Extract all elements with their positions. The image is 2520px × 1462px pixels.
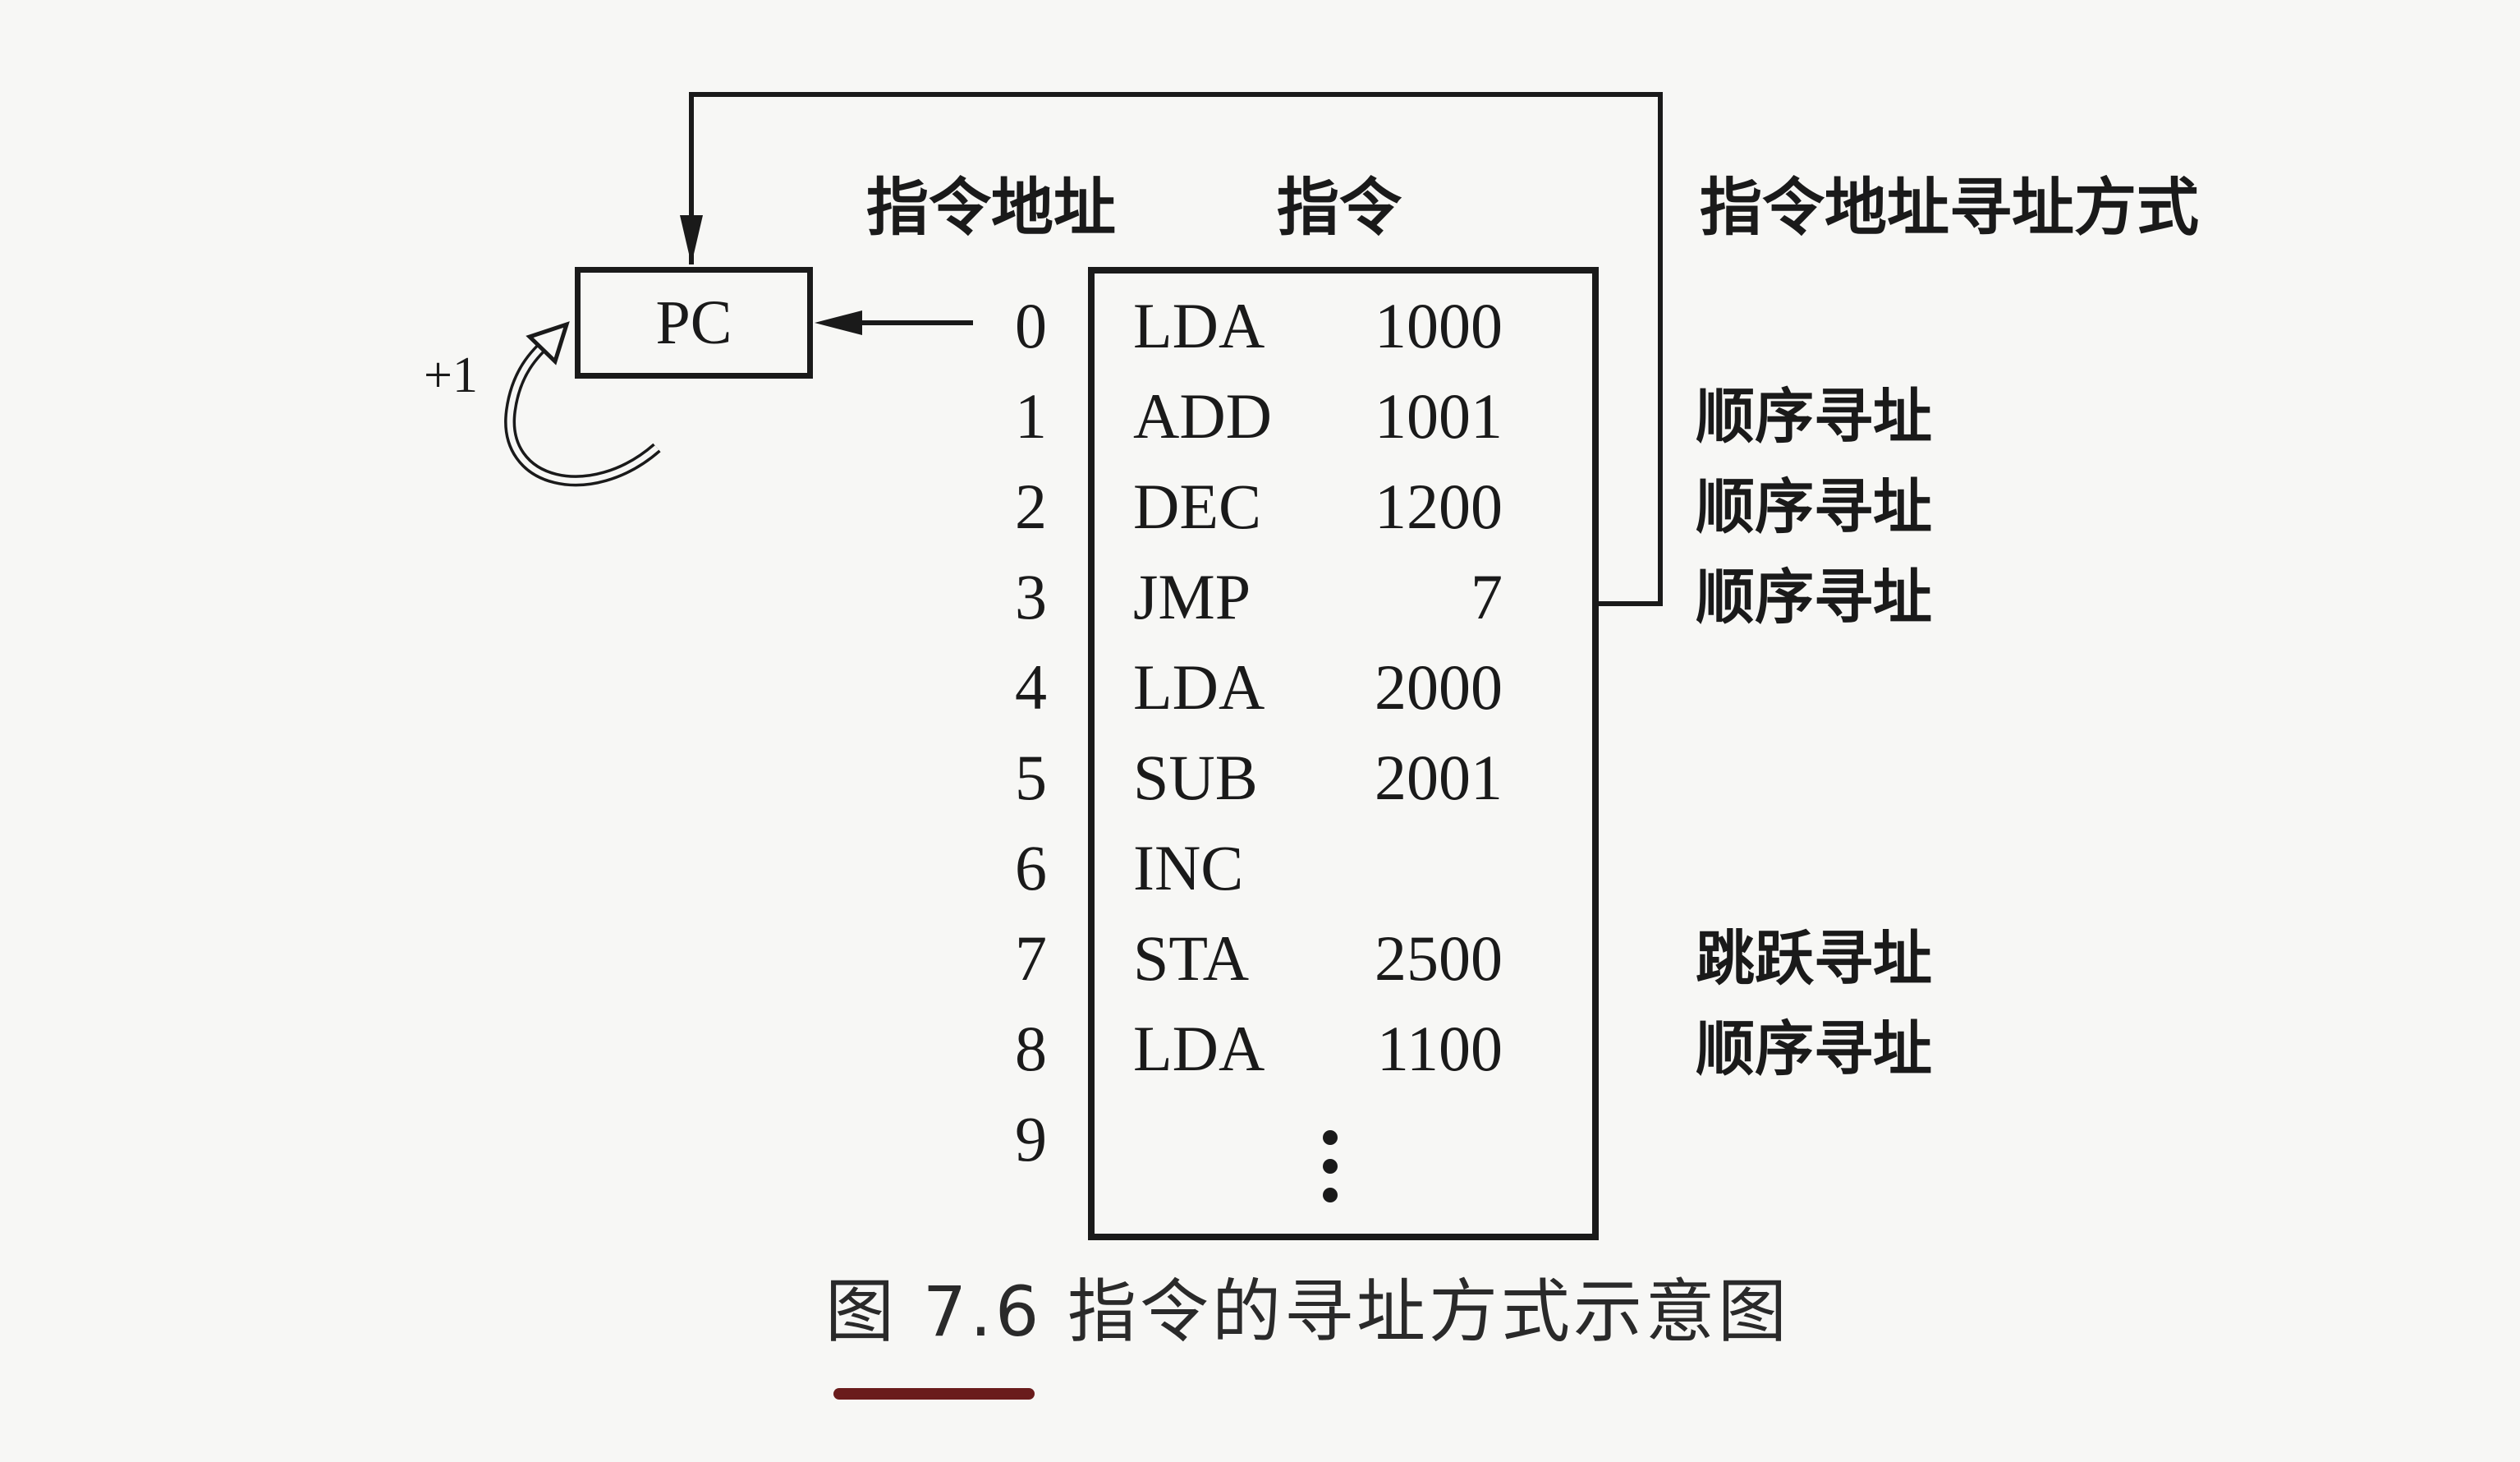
memory-address: 6 bbox=[1015, 832, 1047, 903]
memory-address: 1 bbox=[1015, 380, 1047, 452]
jump-feedback-arrowhead bbox=[680, 215, 703, 264]
increment-label: +1 bbox=[424, 347, 478, 403]
addressing-mode-label: 顺序寻址 bbox=[1696, 1014, 1933, 1083]
instruction-opcode: LDA bbox=[1133, 1013, 1265, 1084]
instruction-operand: 2001 bbox=[1375, 742, 1503, 813]
instruction-opcode: DEC bbox=[1133, 471, 1261, 542]
increment-arrowhead bbox=[526, 321, 570, 366]
header-addressing-mode: 指令地址寻址方式 bbox=[1700, 171, 2199, 244]
figure-caption: 图 7.6 指令的寻址方式示意图 bbox=[825, 1271, 1790, 1352]
instruction-operand: 1000 bbox=[1375, 290, 1503, 361]
instruction-opcode: ADD bbox=[1133, 380, 1272, 452]
addressing-mode-label: 顺序寻址 bbox=[1696, 472, 1933, 541]
instruction-memory bbox=[1088, 267, 1599, 1240]
pc-label: PC bbox=[655, 287, 732, 357]
addressing-mode-label: 顺序寻址 bbox=[1696, 382, 1933, 451]
addressing-mode-label: 跳跃寻址 bbox=[1696, 924, 1933, 993]
instruction-opcode: INC bbox=[1133, 832, 1244, 903]
instruction-operand bbox=[1330, 1094, 1503, 1184]
instruction-operand: 1200 bbox=[1375, 471, 1503, 542]
memory-address: 7 bbox=[1015, 922, 1047, 994]
memory-address: 3 bbox=[1015, 561, 1047, 632]
instruction-opcode: SUB bbox=[1133, 742, 1258, 813]
memory-address: 5 bbox=[1015, 742, 1047, 813]
memory-address: 8 bbox=[1015, 1013, 1047, 1084]
addressing-mode-label: 顺序寻址 bbox=[1696, 563, 1933, 632]
instruction-operand: 1001 bbox=[1375, 380, 1503, 452]
address-to-pc-arrowhead bbox=[815, 310, 862, 335]
instruction-opcode: LDA bbox=[1133, 290, 1265, 361]
pc-register: PC bbox=[575, 267, 813, 379]
memory-address: 2 bbox=[1015, 471, 1047, 542]
instruction-opcode bbox=[1133, 1094, 1338, 1184]
instruction-opcode: STA bbox=[1133, 922, 1250, 994]
instruction-operand: 7 bbox=[1471, 561, 1503, 632]
header-instruction: 指令 bbox=[1277, 171, 1402, 244]
ellipsis-icon bbox=[1323, 1130, 1338, 1202]
instruction-opcode: JMP bbox=[1133, 561, 1251, 632]
instruction-operand: 2000 bbox=[1375, 651, 1503, 723]
instruction-opcode: LDA bbox=[1133, 651, 1265, 723]
memory-address: 4 bbox=[1015, 651, 1047, 723]
caption-underline-mark bbox=[833, 1388, 1035, 1400]
instruction-operand: 2500 bbox=[1375, 922, 1503, 994]
memory-address: 9 bbox=[1015, 1103, 1047, 1175]
header-instruction-address: 指令地址 bbox=[866, 171, 1116, 244]
memory-address: 0 bbox=[1015, 290, 1047, 361]
jump-feedback-line bbox=[689, 92, 1663, 606]
instruction-operand bbox=[1330, 823, 1503, 913]
instruction-operand: 1100 bbox=[1376, 1013, 1503, 1084]
